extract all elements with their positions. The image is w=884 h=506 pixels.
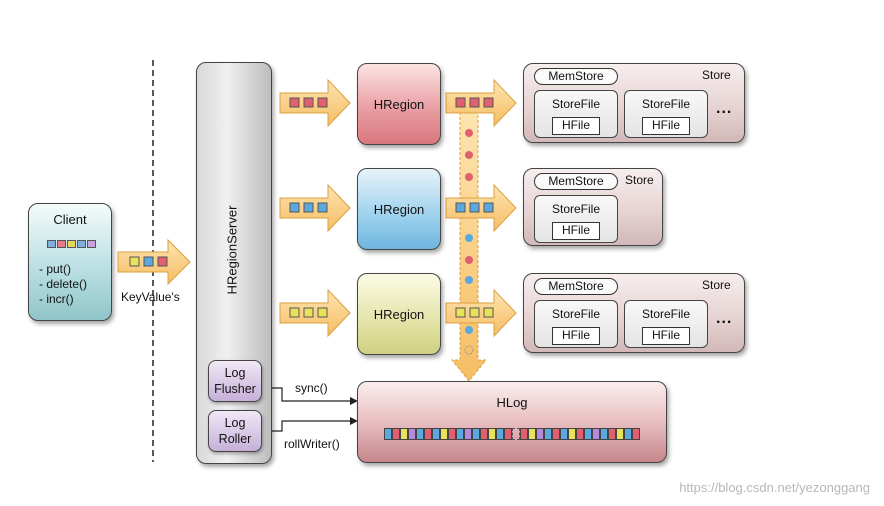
hlog-entry	[504, 428, 512, 440]
log-roller-box: Log Roller	[208, 410, 262, 452]
hlog-entry	[608, 428, 616, 440]
memstore: MemStore	[534, 68, 618, 85]
swatch	[87, 240, 96, 248]
arrow-client-to-server	[117, 238, 191, 286]
hlog-entry	[488, 428, 496, 440]
swatch	[77, 240, 86, 248]
storefile: StoreFile HFile	[534, 300, 618, 348]
hregion-label: HRegion	[373, 306, 425, 322]
hregion-2: HRegion	[357, 168, 441, 250]
keyvalue-label: KeyValue's	[121, 290, 180, 304]
arrow-server-to-region-1	[279, 78, 351, 128]
swatch	[47, 240, 56, 248]
watermark: https://blog.csdn.net/yezonggang	[679, 480, 870, 495]
hlog-entry	[568, 428, 576, 440]
hlog-entry	[560, 428, 568, 440]
hlog-entry	[496, 428, 504, 440]
hlog-entry	[432, 428, 440, 440]
hregionserver-label: HRegionServer	[224, 205, 240, 295]
hfile: HFile	[552, 222, 600, 240]
arrow-regions-to-hlog	[450, 112, 488, 382]
hlog-entry	[408, 428, 416, 440]
hregion-3: HRegion	[357, 273, 441, 355]
memstore: MemStore	[534, 278, 618, 295]
hlog-entry	[392, 428, 400, 440]
hlog-entry	[576, 428, 584, 440]
rollwriter-label: rollWriter()	[284, 437, 340, 451]
storefile: StoreFile HFile	[624, 300, 708, 348]
rollwriter-arrow	[262, 417, 358, 432]
more-ellipsis: ...	[716, 100, 733, 117]
storefile: StoreFile HFile	[534, 90, 618, 138]
arrow-server-to-region-2	[279, 183, 351, 233]
memstore: MemStore	[534, 173, 618, 190]
hlog-box: HLog	[357, 381, 667, 463]
storefile-label: StoreFile	[551, 202, 601, 216]
log-flusher-box: Log Flusher	[208, 360, 262, 402]
hlog-entry	[472, 428, 480, 440]
storefile: StoreFile HFile	[624, 90, 708, 138]
hregion-label: HRegion	[373, 201, 425, 217]
arrow-region-2-to-store	[445, 183, 517, 233]
hfile: HFile	[552, 117, 600, 135]
arrow-region-3-to-store	[445, 288, 517, 338]
sync-arrow	[262, 387, 358, 405]
hlog-entry	[456, 428, 464, 440]
hfile: HFile	[552, 327, 600, 345]
client-box: Client - put() - delete() - incr()	[28, 203, 112, 321]
hlog-entry	[424, 428, 432, 440]
hlog-entry	[512, 428, 520, 440]
store-label: Store	[702, 68, 731, 82]
hlog-entry	[592, 428, 600, 440]
hlog-entry	[536, 428, 544, 440]
hlog-entry	[384, 428, 392, 440]
hlog-entry	[448, 428, 456, 440]
hlog-entry	[584, 428, 592, 440]
client-title: Client	[53, 212, 87, 227]
client-swatches	[47, 240, 97, 248]
hlog-entry	[400, 428, 408, 440]
swatch	[57, 240, 66, 248]
store-label: Store	[702, 278, 731, 292]
hlog-label: HLog	[496, 395, 528, 410]
hlog-entry	[464, 428, 472, 440]
arrow-server-to-region-3	[279, 288, 351, 338]
hlog-entry	[544, 428, 552, 440]
storefile-label: StoreFile	[641, 97, 691, 111]
hlog-entry	[520, 428, 528, 440]
hlog-entry	[440, 428, 448, 440]
hregion-1: HRegion	[357, 63, 441, 145]
store-3: MemStore Store StoreFile HFile StoreFile…	[523, 273, 745, 353]
store-label: Store	[625, 173, 654, 187]
store-1: MemStore Store StoreFile HFile StoreFile…	[523, 63, 745, 143]
storefile: StoreFile HFile	[534, 195, 618, 243]
hfile: HFile	[642, 327, 690, 345]
hregion-label: HRegion	[373, 96, 425, 112]
storefile-label: StoreFile	[641, 307, 691, 321]
hlog-entry	[528, 428, 536, 440]
hlog-entry	[600, 428, 608, 440]
hlog-entry	[616, 428, 624, 440]
hlog-entry	[480, 428, 488, 440]
swatch	[67, 240, 76, 248]
sync-label: sync()	[295, 381, 328, 395]
store-2: MemStore Store StoreFile HFile	[523, 168, 663, 246]
client-methods: - put() - delete() - incr()	[39, 262, 88, 306]
storefile-label: StoreFile	[551, 97, 601, 111]
more-ellipsis: ...	[716, 310, 733, 327]
hlog-entry	[632, 428, 640, 440]
hlog-entries	[384, 428, 640, 440]
hlog-entry	[624, 428, 632, 440]
arrow-region-1-to-store	[445, 78, 517, 128]
hfile: HFile	[642, 117, 690, 135]
hlog-entry	[416, 428, 424, 440]
hlog-entry	[552, 428, 560, 440]
storefile-label: StoreFile	[551, 307, 601, 321]
